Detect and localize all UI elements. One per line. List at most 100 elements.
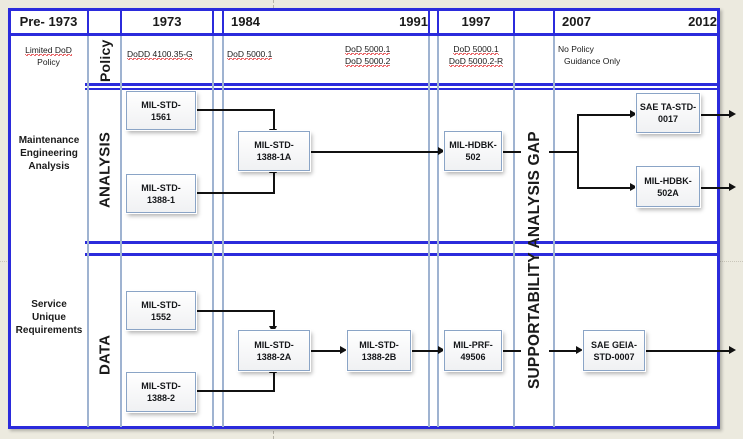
side-label-service-unique-requirements: Service Unique Requirements xyxy=(10,298,88,337)
box-mil-std-1388-2-line2: 1388-2 xyxy=(146,393,176,403)
connector-gap-resume xyxy=(549,151,579,153)
box-mil-std-1388-1a-line1: MIL-STD- xyxy=(254,140,294,150)
col-sep-2 xyxy=(120,36,122,427)
box-mil-std-1561[interactable]: MIL-STD- 1561 xyxy=(125,90,197,131)
box-mil-std-1388-1a[interactable]: MIL-STD- 1388-1A xyxy=(237,130,311,172)
policy-divider-lower xyxy=(85,88,720,90)
box-mil-std-1388-2a-line2: 1388-2A xyxy=(256,351,292,362)
box-mil-hdbk-502[interactable]: MIL-HDBK- 502 xyxy=(443,130,503,172)
header-sep-6 xyxy=(437,8,439,33)
policy-cell-1991: DoD 5000.1 DoD 5000.2 xyxy=(345,43,429,67)
policy-1997-line2: DoD 5000.2-R xyxy=(448,56,504,67)
data-row-label: DATA xyxy=(96,334,114,376)
box-mil-std-1388-1-line1: MIL-STD- xyxy=(141,182,181,193)
connector-branch-upper xyxy=(577,114,633,116)
col-sep-3 xyxy=(212,36,214,427)
header-1984: 1984 xyxy=(231,13,260,29)
arrowhead-502a-exit xyxy=(729,183,736,191)
connector-1388-2a-to-2b xyxy=(311,350,343,352)
header-sep-1 xyxy=(87,8,89,33)
header-sep-4 xyxy=(222,8,224,33)
analysis-row-label: ANALYSIS xyxy=(96,131,114,209)
box-mil-std-1388-2b[interactable]: MIL-STD- 1388-2B xyxy=(346,329,412,372)
box-mil-std-1561-line1: MIL-STD- xyxy=(141,99,181,110)
connector-gap-resume-data xyxy=(549,350,579,352)
connector-1388-1-v xyxy=(273,172,275,194)
row-divider-upper xyxy=(85,241,720,244)
connector-branch-vertical xyxy=(577,114,579,189)
policy-1973-line1: DoDD 4100.35-G xyxy=(127,49,193,60)
header-1973: 1973 xyxy=(152,13,182,29)
box-mil-std-1388-1a-line2: 1388-1A xyxy=(256,152,292,162)
policy-cell-1997: DoD 5000.1 DoD 5000.2-R xyxy=(440,43,512,67)
box-mil-std-1388-2a-line1: MIL-STD- xyxy=(254,339,294,350)
header-sep-2 xyxy=(120,8,122,33)
connector-1561-h xyxy=(196,109,274,111)
box-mil-std-1552-line1: MIL-STD- xyxy=(141,299,181,310)
box-sae-ta-std-0017[interactable]: SAE TA-STD- 0017 xyxy=(635,92,701,134)
side-label-analysis-line2: Engineering xyxy=(20,148,78,159)
policy-1991-line1: DoD 5000.1 xyxy=(345,44,391,55)
box-mil-std-1388-2a[interactable]: MIL-STD- 1388-2A xyxy=(237,329,311,372)
box-sae-geia-std-0007-line2: STD-0007 xyxy=(593,351,635,362)
arrowhead-0017-exit xyxy=(729,110,736,118)
connector-502a-exit xyxy=(700,187,732,189)
policy-2007-line1: No Policy xyxy=(558,44,594,54)
supportability-analysis-gap-label: SUPPORTABILITY ANALYSIS GAP xyxy=(526,131,543,389)
connector-1388-2-h xyxy=(196,390,274,392)
policy-cell-1984: DoD 5000.1 xyxy=(227,48,307,60)
side-label-maintenance-engineering-analysis: Maintenance Engineering Analysis xyxy=(12,134,86,173)
header-pre-1973: Pre- 1973 xyxy=(19,13,78,29)
policy-row-label: Policy xyxy=(97,39,113,83)
side-label-data-line3: Requirements xyxy=(15,325,83,336)
policy-cell-2007: No Policy Guidance Only xyxy=(558,43,668,67)
policy-divider-upper xyxy=(85,83,720,86)
connector-branch-lower xyxy=(577,187,633,189)
connector-1388-1a-to-502 xyxy=(311,151,441,153)
box-mil-std-1388-2b-line1: MIL-STD- xyxy=(359,339,399,350)
policy-cell-pre-1973: Limited DoD Policy xyxy=(10,44,87,68)
box-mil-std-1552-line2: 1552 xyxy=(150,311,172,322)
connector-1388-2b-to-49506 xyxy=(411,350,441,352)
box-sae-geia-std-0007[interactable]: SAE GEIA- STD-0007 xyxy=(582,329,646,372)
box-mil-std-1388-1-line2: 1388-1 xyxy=(146,194,176,205)
policy-pre-1973-line1: Limited DoD xyxy=(25,45,72,56)
policy-1984-line1: DoD 5000.1 xyxy=(227,49,273,60)
policy-cell-1973: DoDD 4100.35-G xyxy=(127,48,211,60)
box-sae-geia-std-0007-line1: SAE GEIA- xyxy=(590,339,637,350)
header-1991: 1991 xyxy=(399,13,428,29)
row-divider-lower xyxy=(85,253,720,256)
box-mil-hdbk-502-line2: 502 xyxy=(465,152,481,162)
policy-pre-1973-line2: Policy xyxy=(37,57,60,67)
box-mil-hdbk-502a-line1: MIL-HDBK- xyxy=(644,175,692,186)
connector-0007-exit xyxy=(645,350,732,352)
arrowhead-to-mil-hdbk-502a xyxy=(630,183,637,191)
box-mil-std-1552[interactable]: MIL-STD- 1552 xyxy=(125,290,197,331)
box-mil-hdbk-502a-line2: 502A xyxy=(657,187,679,198)
col-sep-5 xyxy=(428,36,430,427)
arrowhead-0007-exit xyxy=(729,346,736,354)
side-label-data-line2: Unique xyxy=(32,312,66,323)
col-sep-8 xyxy=(553,36,555,427)
box-mil-std-1388-2[interactable]: MIL-STD- 1388-2 xyxy=(125,371,197,413)
col-sep-4 xyxy=(222,36,224,427)
header-2007: 2007 xyxy=(562,13,591,29)
box-mil-hdbk-502a[interactable]: MIL-HDBK- 502A xyxy=(635,165,701,208)
policy-2007-line2: Guidance Only xyxy=(564,56,621,66)
col-sep-6 xyxy=(437,36,439,427)
box-sae-ta-std-0017-line1: SAE TA-STD- xyxy=(639,102,697,112)
arrowhead-1388-1a-to-502 xyxy=(438,147,445,155)
box-mil-hdbk-502-line1: MIL-HDBK- xyxy=(449,140,497,150)
header-sep-3 xyxy=(212,8,214,33)
header-divider xyxy=(8,33,720,36)
connector-49506-out xyxy=(501,350,521,352)
arrowhead-1388-2a-to-2b xyxy=(340,346,347,354)
header-1997: 1997 xyxy=(461,13,491,29)
header-sep-7 xyxy=(513,8,515,33)
box-mil-std-1388-1[interactable]: MIL-STD- 1388-1 xyxy=(125,173,197,214)
box-mil-std-1388-2-line1: MIL-STD- xyxy=(141,381,181,391)
policy-1997-line1: DoD 5000.1 xyxy=(453,44,499,55)
col-sep-7 xyxy=(513,36,515,427)
box-mil-prf-49506[interactable]: MIL-PRF- 49506 xyxy=(443,329,503,372)
policy-1991-line2: DoD 5000.2 xyxy=(345,56,391,67)
